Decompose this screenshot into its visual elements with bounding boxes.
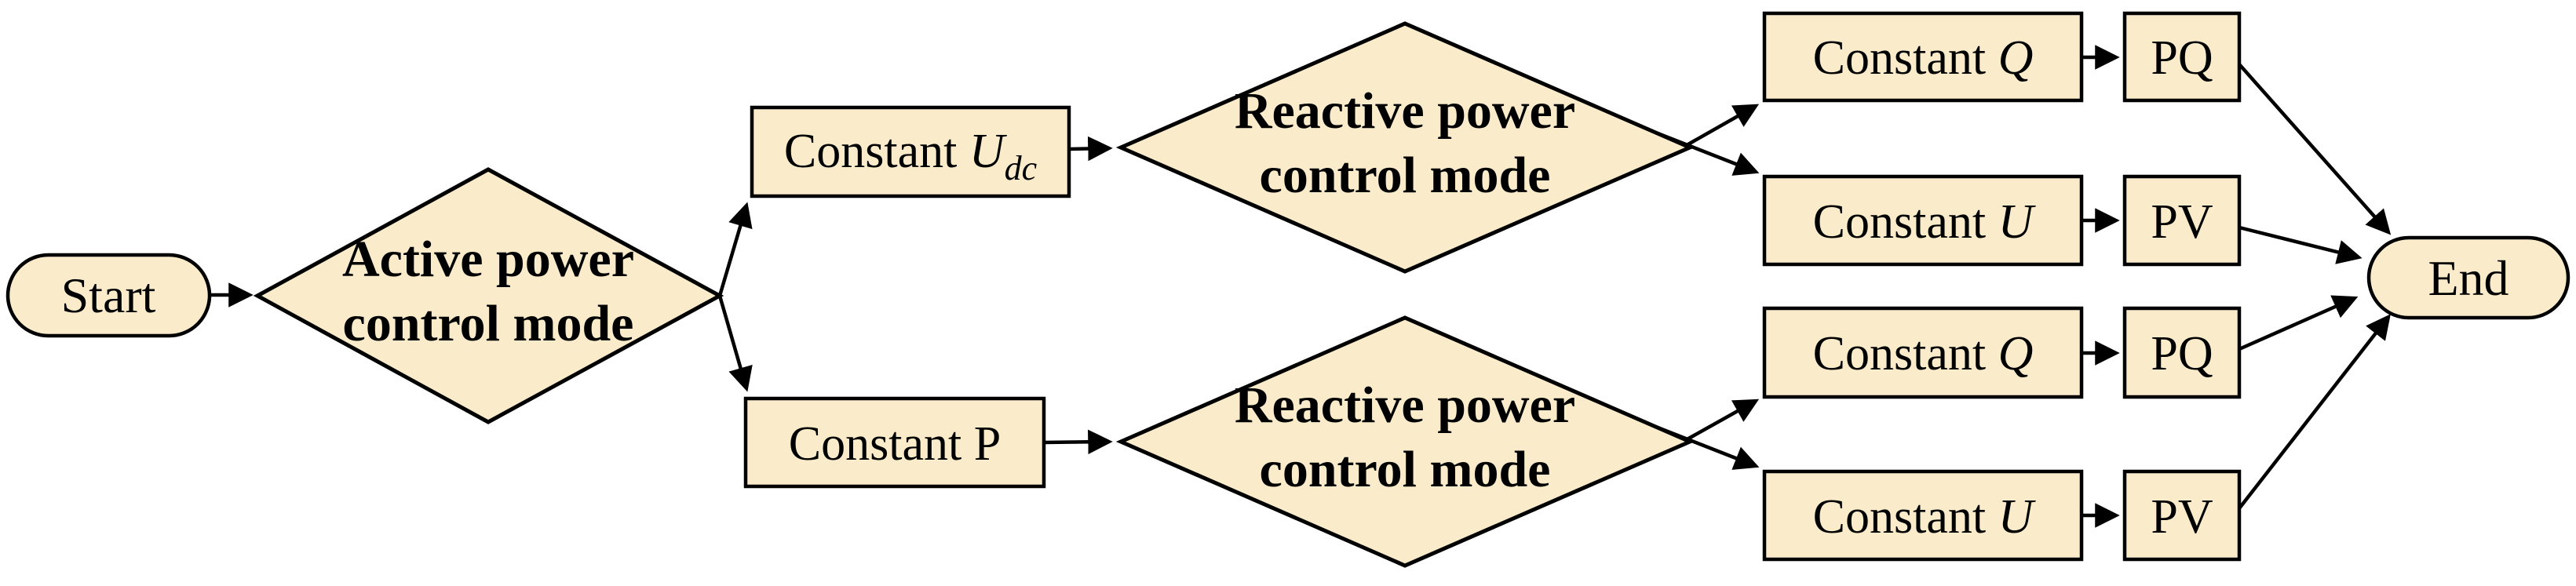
node-pv-top: PV bbox=[2122, 174, 2242, 267]
pq-top-label: PQ bbox=[2151, 31, 2213, 85]
edge-pv-bottom-to-end bbox=[2238, 314, 2391, 510]
constant-u-top-label: Constant U bbox=[1813, 195, 2037, 249]
nodes-layer: Start Active power control mode Constant… bbox=[5, 11, 2571, 568]
pq-bottom-box bbox=[2122, 306, 2242, 399]
constant-u-top-box bbox=[1762, 174, 2084, 267]
constant-q-top-box bbox=[1762, 11, 2084, 103]
reactive-power-top-label-line2: control mode bbox=[1260, 147, 1551, 204]
start-shape bbox=[5, 253, 212, 338]
active-power-label-line1: Active power bbox=[342, 231, 634, 288]
constant-q-bottom-box bbox=[1762, 306, 2084, 399]
reactive-power-bottom-label-line2: control mode bbox=[1260, 441, 1551, 498]
pq-bottom-label: PQ bbox=[2151, 327, 2213, 380]
node-pq-top: PQ bbox=[2122, 11, 2242, 103]
active-power-label-line2: control mode bbox=[343, 295, 634, 352]
node-end: End bbox=[2366, 235, 2571, 320]
node-start: Start bbox=[5, 253, 212, 338]
edge-pv-top-to-end bbox=[2238, 225, 2363, 264]
node-pq-bottom: PQ bbox=[2122, 306, 2242, 399]
node-pv-bottom: PV bbox=[2122, 469, 2242, 562]
edge-active-power-to-constant-p bbox=[717, 295, 753, 392]
node-active-power-decision: Active power control mode bbox=[253, 167, 724, 424]
constant-q-bottom-label: Constant Q bbox=[1813, 327, 2034, 380]
start-label: Start bbox=[61, 268, 156, 323]
pv-bottom-label: PV bbox=[2151, 490, 2213, 544]
constant-q-top-label: Constant Q bbox=[1813, 31, 2034, 85]
reactive-power-bottom-diamond bbox=[1115, 315, 1695, 568]
end-label: End bbox=[2428, 250, 2508, 306]
constant-u-bottom-label: Constant U bbox=[1813, 490, 2037, 544]
active-power-diamond bbox=[253, 167, 724, 424]
reactive-power-top-label-line1: Reactive power bbox=[1235, 82, 1575, 140]
edge-active-power-to-constant-udc bbox=[717, 202, 753, 297]
pv-top-box bbox=[2122, 174, 2242, 267]
node-constant-u-bottom: Constant U bbox=[1762, 469, 2084, 562]
constant-p-label: Constant P bbox=[789, 417, 1001, 471]
node-constant-p: Constant P bbox=[743, 396, 1046, 489]
end-shape bbox=[2366, 235, 2571, 320]
pv-top-label: PV bbox=[2151, 195, 2213, 249]
reactive-power-top-diamond bbox=[1115, 21, 1695, 274]
pv-bottom-box bbox=[2122, 469, 2242, 562]
node-reactive-power-top-decision: Reactive power control mode bbox=[1115, 21, 1695, 274]
constant-p-box bbox=[743, 396, 1046, 489]
reactive-power-bottom-label-line1: Reactive power bbox=[1235, 377, 1575, 434]
node-constant-q-bottom: Constant Q bbox=[1762, 306, 2084, 399]
constant-udc-box bbox=[750, 105, 1071, 198]
constant-u-bottom-box bbox=[1762, 469, 2084, 562]
constant-udc-label: Constant Udc bbox=[784, 125, 1038, 187]
node-constant-udc: Constant Udc bbox=[750, 105, 1071, 198]
edge-pq-top-to-end bbox=[2238, 63, 2392, 235]
node-constant-q-top: Constant Q bbox=[1762, 11, 2084, 103]
pq-top-box bbox=[2122, 11, 2242, 103]
node-constant-u-top: Constant U bbox=[1762, 174, 2084, 267]
node-reactive-power-bottom-decision: Reactive power control mode bbox=[1115, 315, 1695, 568]
edge-constant-udc-to-reactive-top bbox=[1068, 136, 1113, 162]
edge-pq-bottom-to-end bbox=[2238, 295, 2359, 351]
